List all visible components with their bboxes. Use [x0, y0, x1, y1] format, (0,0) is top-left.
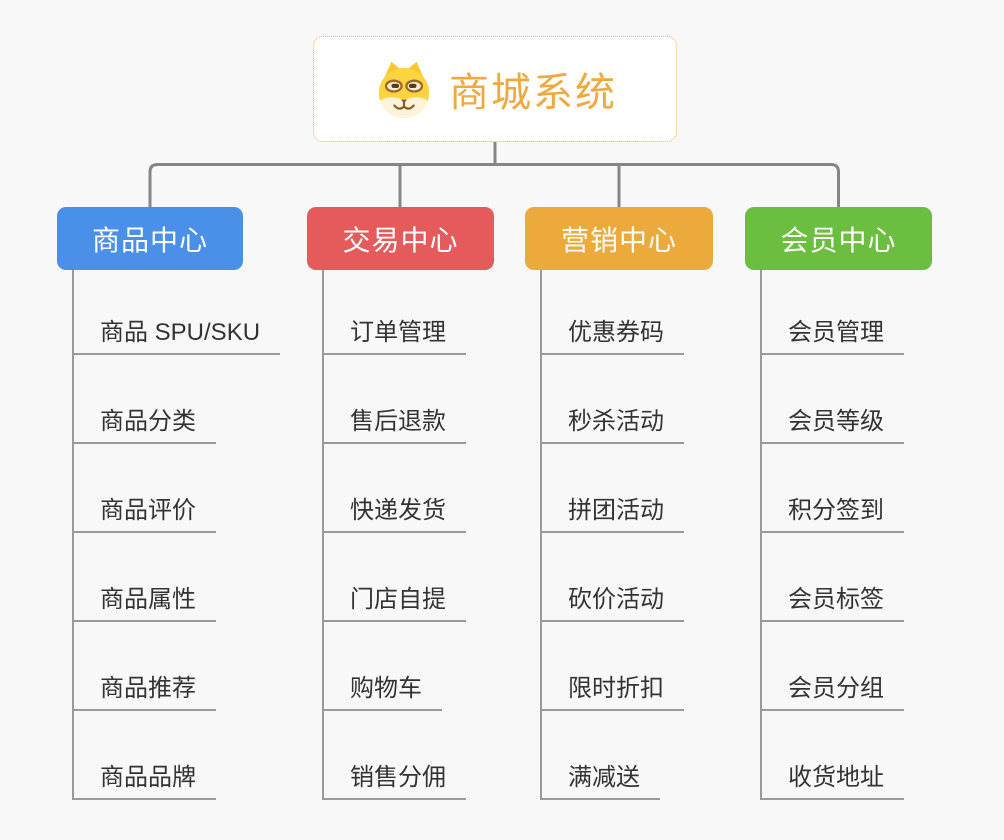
child-node[interactable]: 商品品牌: [72, 763, 216, 800]
child-node[interactable]: 售后退款: [322, 407, 466, 444]
child-node[interactable]: 收货地址: [760, 763, 904, 800]
child-node[interactable]: 商品推荐: [72, 674, 216, 711]
child-node[interactable]: 商品评价: [72, 496, 216, 533]
child-node[interactable]: 会员分组: [760, 674, 904, 711]
branch-node[interactable]: 商品中心: [57, 207, 243, 270]
child-node[interactable]: 商品分类: [72, 407, 216, 444]
branch-spine-line: [322, 270, 324, 800]
child-node[interactable]: 会员等级: [760, 407, 904, 444]
child-node[interactable]: 购物车: [322, 674, 442, 711]
child-node[interactable]: 砍价活动: [540, 585, 684, 622]
branch-spine-line: [72, 270, 74, 800]
shiba-dog-icon: [373, 58, 435, 120]
child-node[interactable]: 门店自提: [322, 585, 466, 622]
child-node[interactable]: 秒杀活动: [540, 407, 684, 444]
child-node[interactable]: 订单管理: [322, 318, 466, 355]
child-node[interactable]: 快递发货: [322, 496, 466, 533]
child-node[interactable]: 积分签到: [760, 496, 904, 533]
child-node[interactable]: 优惠券码: [540, 318, 684, 355]
child-node[interactable]: 会员管理: [760, 318, 904, 355]
child-node[interactable]: 拼团活动: [540, 496, 684, 533]
child-node[interactable]: 限时折扣: [540, 674, 684, 711]
branch-node[interactable]: 交易中心: [307, 207, 494, 270]
root-node-label: 商城系统: [449, 71, 617, 115]
branch-spine-line: [760, 270, 762, 800]
branch-node[interactable]: 会员中心: [745, 207, 932, 270]
child-node[interactable]: 商品 SPU/SKU: [72, 318, 281, 355]
root-node[interactable]: 商城系统: [313, 36, 677, 142]
branch-node[interactable]: 营销中心: [525, 207, 713, 270]
tree-connector-line: [148, 163, 840, 210]
branch-spine-line: [540, 270, 542, 800]
child-node[interactable]: 商品属性: [72, 585, 216, 622]
child-node[interactable]: 满减送: [540, 763, 660, 800]
child-node[interactable]: 销售分佣: [322, 763, 466, 800]
child-node[interactable]: 会员标签: [760, 585, 904, 622]
